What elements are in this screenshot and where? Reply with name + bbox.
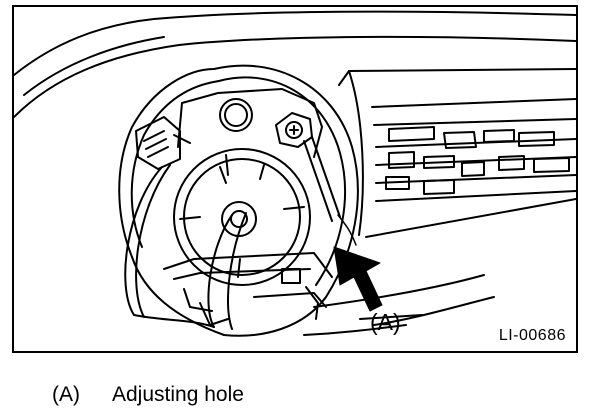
bumper-lines (303, 274, 495, 336)
socket-wires (124, 164, 247, 330)
legend-item: (A) Adjusting hole (52, 383, 244, 407)
legend-text: Adjusting hole (112, 383, 244, 406)
bulb-socket (173, 148, 311, 286)
callout-leader (333, 214, 423, 320)
headlight-housing (118, 64, 359, 337)
legend-key: (A) (52, 383, 80, 406)
round-cap (219, 98, 253, 132)
figure-frame: (A) LI-00686 (12, 5, 578, 353)
headlight-illustration (14, 10, 576, 337)
callout-label: (A) (370, 309, 401, 335)
body-contour (14, 10, 576, 118)
figure-id: LI-00686 (498, 327, 566, 344)
lamp-back-plate (177, 88, 323, 158)
connector (135, 116, 191, 170)
pointer-arrow (333, 246, 383, 312)
adjusting-bolt (275, 112, 341, 222)
lower-mechanism (163, 252, 333, 326)
grille (338, 68, 576, 238)
